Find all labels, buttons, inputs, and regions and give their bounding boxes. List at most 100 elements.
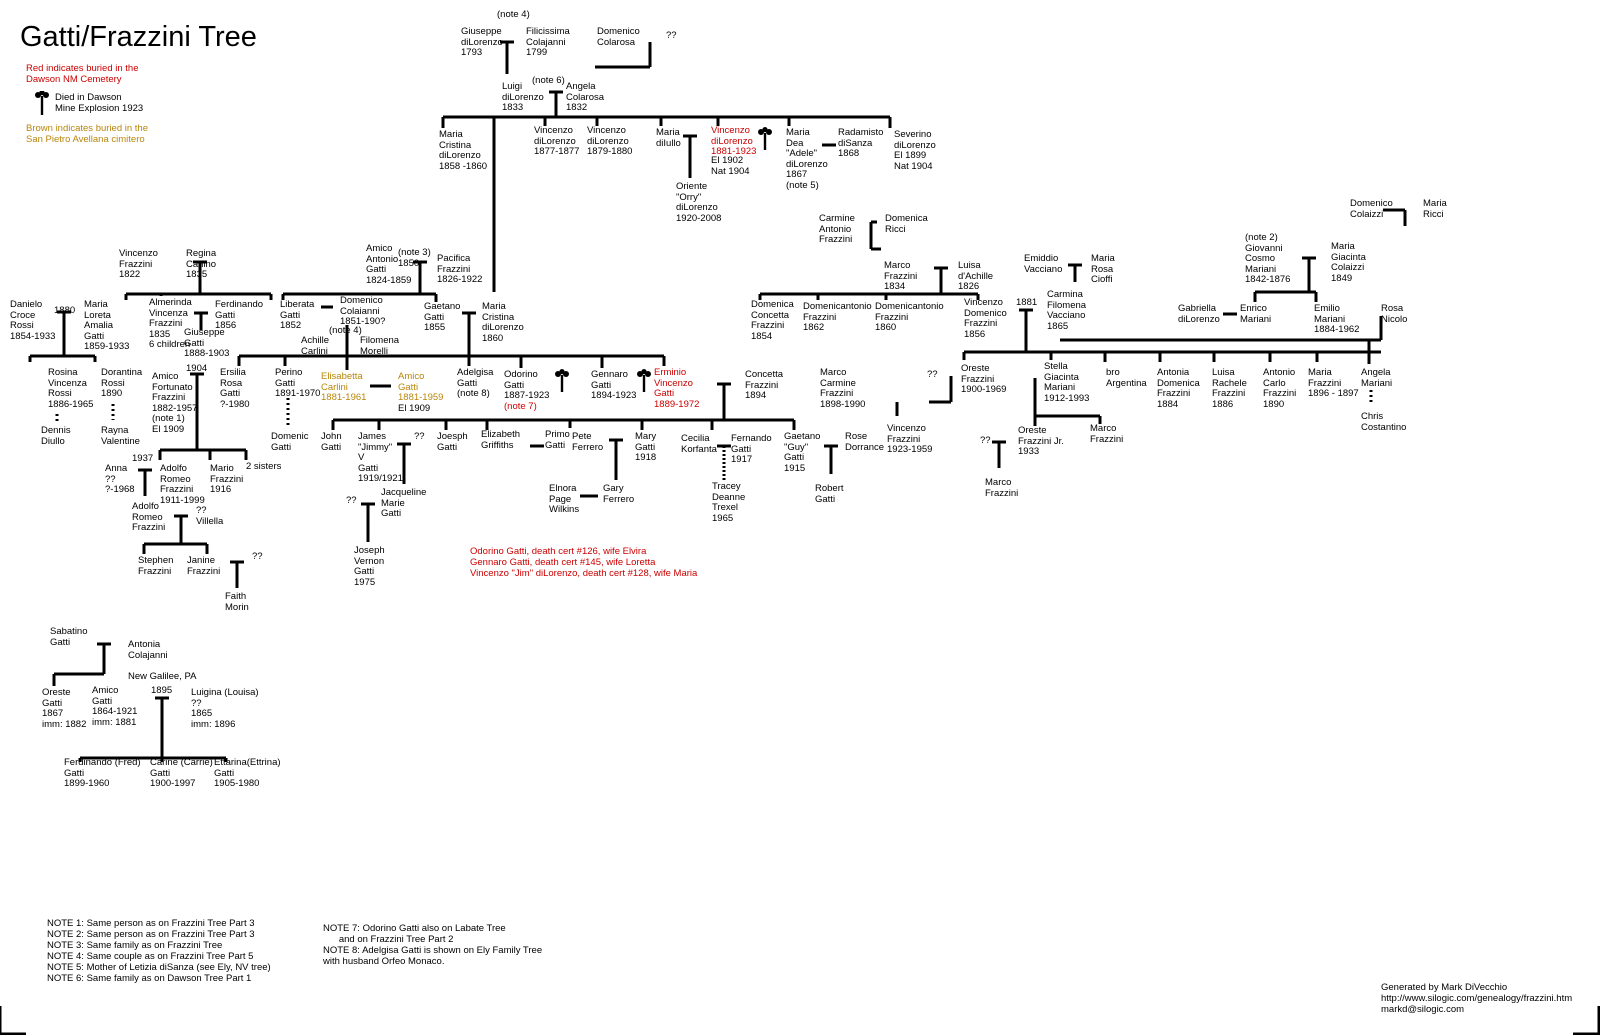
- person-label: Adelgisa Gatti (note 8): [457, 367, 494, 400]
- person-label: El 1902 Nat 1904: [711, 155, 750, 177]
- person-label: Carmine Antonio Frazzini: [819, 213, 855, 246]
- person-label: New Galilee, PA: [128, 671, 197, 682]
- person-label: Elizabeth Griffiths: [481, 429, 521, 451]
- person-label: Ettarina(Ettrina) Gatti 1905-1980: [214, 757, 281, 790]
- person-label: ??: [666, 30, 677, 41]
- person-label: Pete Ferrero: [572, 431, 604, 453]
- person-label: (note 7): [504, 401, 537, 412]
- person-label: Joesph Gatti: [437, 431, 468, 453]
- person-label: Pacifica Frazzini 1826-1922: [437, 253, 483, 286]
- person-label: Domenico Colarosa: [597, 26, 640, 48]
- legend-died-text: Died in Dawson Mine Explosion 1923: [55, 92, 144, 114]
- person-label: Radamisto diSanza 1868: [838, 127, 884, 160]
- person-label: 2 sisters: [246, 461, 282, 472]
- person-label: Almerinda Vincenza Frazzini 1835 6 child…: [149, 297, 192, 351]
- person-label: Maria Frazzini 1896 - 1897: [1308, 367, 1359, 400]
- person-label: Vincenzo Domenico Frazzini 1856: [964, 297, 1007, 340]
- person-label: Luisa d'Achille 1826: [958, 260, 994, 293]
- person-label: Perino Gatti 1891-1970: [275, 367, 321, 400]
- person-label: Sabatino Gatti: [50, 626, 88, 648]
- person-label: (note 2) Giovanni Cosmo Mariani 1842-187…: [1245, 232, 1291, 286]
- person-label: Achille Carlini: [301, 335, 329, 357]
- person-label: Antonia Colajanni: [128, 639, 168, 661]
- person-label: Oreste Frazzini Jr. 1933: [1018, 425, 1064, 458]
- person-label: Robert Gatti: [815, 483, 844, 505]
- person-label: Vincenzo diLorenzo 1881-1923: [711, 125, 757, 158]
- person-label: Luisa Rachele Frazzini 1886: [1212, 367, 1247, 410]
- person-label: John Gatti: [321, 431, 342, 453]
- person-label: Anna ?? ?-1968: [105, 463, 135, 496]
- person-label: Adolfo Romeo Frazzini: [132, 501, 166, 534]
- legend-brown-text: Brown indicates buried in the San Pietro…: [26, 123, 148, 145]
- person-label: Domenicantonio Frazzini 1860: [875, 301, 944, 334]
- person-label: Fernando Gatti 1917: [731, 433, 772, 466]
- person-label: Concetta Frazzini 1894: [745, 369, 784, 402]
- person-label: Ferdinando (Fred) Gatti 1899-1960: [64, 757, 141, 790]
- person-label: Enrico Mariani: [1240, 303, 1272, 325]
- person-label: (note 4): [497, 9, 530, 20]
- person-label: Odorino Gatti 1887-1923: [504, 369, 550, 402]
- person-label: (note 4): [329, 325, 362, 336]
- person-label: 1904: [186, 363, 208, 374]
- person-label: Stephen Frazzini: [138, 555, 174, 577]
- person-label: Rose Dorrance: [845, 431, 885, 453]
- person-label: Emilio Mariani 1884-1962: [1314, 303, 1360, 336]
- person-label: Rosina Vincenza Rossi 1886-1965: [48, 367, 94, 410]
- person-label: ?? Villella: [196, 505, 224, 527]
- person-label: Dorantina Rossi 1890: [101, 367, 143, 400]
- person-label: (note 3) 1850: [398, 247, 431, 269]
- person-label: Oriente "Orry" diLorenzo 1920-2008: [676, 181, 722, 224]
- person-label: Mary Gatti 1918: [635, 431, 657, 464]
- person-label: Danielo Croce Rossi 1854-1933: [10, 299, 56, 342]
- person-label: Oreste Gatti 1867 imm: 1882: [42, 687, 87, 730]
- person-label: 1895: [151, 685, 173, 696]
- person-label: Primo Gatti: [545, 429, 570, 451]
- person-label: Maria Cristina diLorenzo 1860: [482, 301, 524, 344]
- person-label: Angela Mariani: [1361, 367, 1393, 389]
- person-label: Luigina (Louisa) ?? 1865 imm: 1896: [191, 687, 259, 730]
- person-label: bro Argentina: [1106, 367, 1147, 389]
- person-label: Liberata Gatti 1852: [280, 299, 315, 332]
- person-label: Vincenzo Frazzini 1923-1959: [887, 423, 933, 456]
- person-label: Amico Gatti 1881-1959: [398, 371, 444, 404]
- person-label: Gabriella diLorenzo: [1178, 303, 1220, 325]
- person-label: Domenic Gatti: [271, 431, 309, 453]
- person-label: Domenica Concetta Frazzini 1854: [751, 299, 794, 342]
- person-label: Vincenzo diLorenzo 1877-1877: [534, 125, 580, 158]
- person-label: (note 6): [532, 75, 565, 86]
- mine-death-icon: [758, 127, 772, 150]
- person-label: Gaetano Gatti 1855: [424, 301, 461, 334]
- person-label: Janine Frazzini: [187, 555, 221, 577]
- person-label: Maria Ricci: [1423, 198, 1447, 220]
- person-label: 1880: [54, 305, 76, 316]
- person-label: Oreste Frazzini 1900-1969: [961, 363, 1007, 396]
- person-label: Elnora Page Wilkins: [549, 483, 580, 516]
- person-label: Carine (Carrie) Gatti 1900-1997: [150, 757, 213, 790]
- notes-left: NOTE 1: Same person as on Frazzini Tree …: [47, 918, 271, 984]
- person-label: Domenico Colaizzi: [1350, 198, 1393, 220]
- person-label: Giuseppe Gatti 1888-1903: [184, 327, 230, 360]
- person-label: Severino diLorenzo El 1899 Nat 1904: [894, 129, 936, 172]
- person-label: Marco Frazzini 1834: [884, 260, 918, 293]
- person-label: Filicissima Colajanni 1799: [526, 26, 570, 59]
- person-label: Angela Colarosa 1832: [566, 81, 605, 114]
- person-label: Gennaro Gatti 1894-1923: [591, 369, 637, 402]
- person-label: Cecilia Korfanta: [681, 433, 717, 455]
- person-label: ??: [346, 495, 357, 506]
- person-label: Joseph Vernon Gatti 1975: [354, 545, 385, 588]
- person-label: Filomena Morelli: [360, 335, 400, 357]
- legend-red-text: Red indicates buried in the Dawson NM Ce…: [26, 63, 139, 85]
- person-label: Antonio Carlo Frazzini 1890: [1263, 367, 1297, 410]
- person-label: Regina Carlino 1835: [186, 248, 217, 281]
- person-label: 1937: [132, 453, 154, 464]
- person-label: Vincenzo Frazzini 1822: [119, 248, 158, 281]
- mine-death-icon: [555, 369, 569, 392]
- person-label: Marco Carmine Frazzini 1898-1990: [820, 367, 866, 410]
- footer-credit: Generated by Mark DiVecchio http://www.s…: [1381, 982, 1573, 1015]
- person-label: Maria Dea "Adele" diLorenzo 1867 (note 5…: [786, 127, 828, 191]
- person-label: Chris Costantino: [1361, 411, 1407, 433]
- person-label: Domenica Ricci: [885, 213, 928, 235]
- person-label: Jacqueline Marie Gatti: [381, 487, 427, 520]
- person-label: Ferdinando Gatti 1856: [215, 299, 264, 332]
- person-label: Rayna Valentine: [101, 425, 140, 447]
